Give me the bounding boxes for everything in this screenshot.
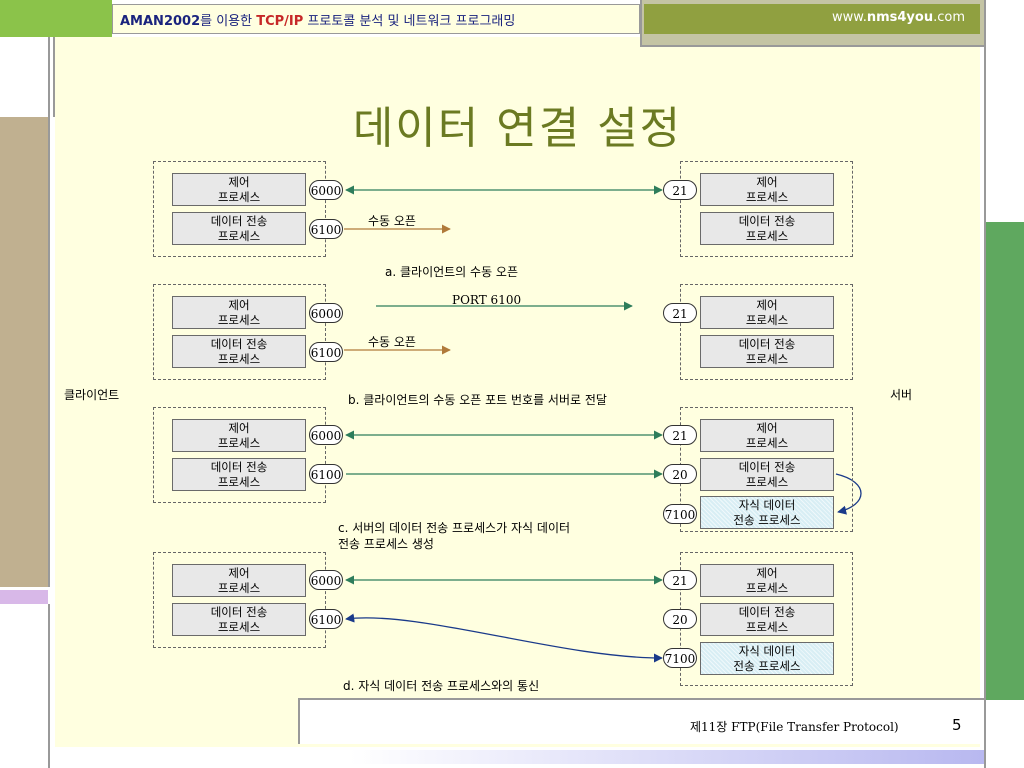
port-21-b: 21 — [663, 303, 697, 323]
header-bar — [112, 4, 640, 34]
client-data-process-a: 데이터 전송 프로세스 — [172, 212, 306, 245]
brand-prefix: AMAN2002 — [120, 14, 201, 29]
port-20-c: 20 — [663, 464, 697, 484]
caption-d: d. 자식 데이터 전송 프로세스와의 통신 — [343, 679, 540, 693]
footer-chapter: 제11장 FTP(File Transfer Protocol) — [690, 720, 899, 734]
server-control-process-a: 제어 프로세스 — [700, 173, 834, 206]
port-21-c: 21 — [663, 425, 697, 445]
caption-c-line1: c. 서버의 데이터 전송 프로세스가 자식 데이터 — [338, 521, 571, 535]
client-control-process-d: 제어 프로세스 — [172, 564, 306, 597]
port-6100-d: 6100 — [309, 609, 343, 629]
client-data-process-d: 데이터 전송 프로세스 — [172, 603, 306, 636]
client-data-process-b: 데이터 전송 프로세스 — [172, 335, 306, 368]
passive-open-label-a: 수동 오픈 — [368, 214, 416, 228]
port-21-a: 21 — [663, 180, 697, 200]
header-brand: AMAN2002를 이용한 TCP/IP 프로토콜 분석 및 네트워크 프로그래… — [120, 10, 515, 29]
footer-box — [298, 698, 984, 744]
server-data-process-d: 데이터 전송 프로세스 — [700, 603, 834, 636]
header-url-bar — [644, 4, 980, 34]
port-20-d: 20 — [663, 609, 697, 629]
server-child-process-d: 자식 데이터 전송 프로세스 — [700, 642, 834, 675]
caption-c-line2: 전송 프로세스 생성 — [338, 537, 434, 551]
footer-page-number: 5 — [952, 716, 962, 734]
server-child-process-c: 자식 데이터 전송 프로세스 — [700, 496, 834, 529]
server-data-process-b: 데이터 전송 프로세스 — [700, 335, 834, 368]
arrow-d-child — [345, 613, 663, 663]
caption-a: a. 클라이언트의 수동 오픈 — [385, 265, 519, 279]
port-21-d: 21 — [663, 570, 697, 590]
right-top-white — [984, 0, 1024, 222]
brand-mid: 를 이용한 — [200, 14, 257, 29]
client-box-c — [153, 407, 326, 503]
client-box-d — [153, 552, 326, 648]
top-left-green-block — [0, 0, 112, 37]
client-box-b — [153, 284, 326, 380]
server-box-b — [680, 284, 853, 380]
right-green-column — [984, 222, 1024, 700]
port-6000-a: 6000 — [309, 180, 343, 200]
client-box-a — [153, 161, 326, 257]
arrow-c-spawn — [835, 473, 862, 515]
url-post: .com — [933, 10, 965, 25]
passive-open-label-b: 수동 오픈 — [368, 335, 416, 349]
footer-left-strip — [55, 747, 350, 768]
client-data-process-c: 데이터 전송 프로세스 — [172, 458, 306, 491]
header-url[interactable]: www.nms4you.com — [832, 10, 965, 25]
client-control-process-b: 제어 프로세스 — [172, 296, 306, 329]
client-label: 클라이언트 — [64, 388, 120, 402]
server-control-process-c: 제어 프로세스 — [700, 419, 834, 452]
port-7100-d: 7100 — [663, 648, 697, 668]
server-control-process-d: 제어 프로세스 — [700, 564, 834, 597]
url-pre: www. — [832, 10, 867, 25]
port-6100-c: 6100 — [309, 464, 343, 484]
client-control-process-c: 제어 프로세스 — [172, 419, 306, 452]
port-6000-c: 6000 — [309, 425, 343, 445]
server-control-process-b: 제어 프로세스 — [700, 296, 834, 329]
port-6100-a: 6100 — [309, 219, 343, 239]
client-control-process-a: 제어 프로세스 — [172, 173, 306, 206]
port-6000-d: 6000 — [309, 570, 343, 590]
port-6000-b: 6000 — [309, 303, 343, 323]
left-tan-column — [0, 117, 50, 587]
footer-gradient-bar — [350, 750, 984, 764]
left-purple-strip — [0, 590, 48, 604]
left-bottom-white — [0, 604, 50, 768]
page-title: 데이터 연결 설정 — [352, 103, 683, 154]
brand-rest: 프로토콜 분석 및 네트워크 프로그래밍 — [303, 14, 516, 29]
url-bold: nms4you — [866, 10, 934, 25]
right-bottom-white — [984, 700, 1024, 768]
brand-tcp: TCP/IP — [256, 14, 304, 29]
port-7100-c: 7100 — [663, 504, 697, 524]
left-panel-light — [0, 37, 50, 117]
server-label: 서버 — [890, 388, 913, 402]
port-command-label: PORT 6100 — [452, 293, 522, 307]
port-6100-b: 6100 — [309, 342, 343, 362]
server-box-a — [680, 161, 853, 257]
caption-b: b. 클라이언트의 수동 오픈 포트 번호를 서버로 전달 — [348, 393, 607, 407]
server-data-process-a: 데이터 전송 프로세스 — [700, 212, 834, 245]
server-data-process-c: 데이터 전송 프로세스 — [700, 458, 834, 491]
